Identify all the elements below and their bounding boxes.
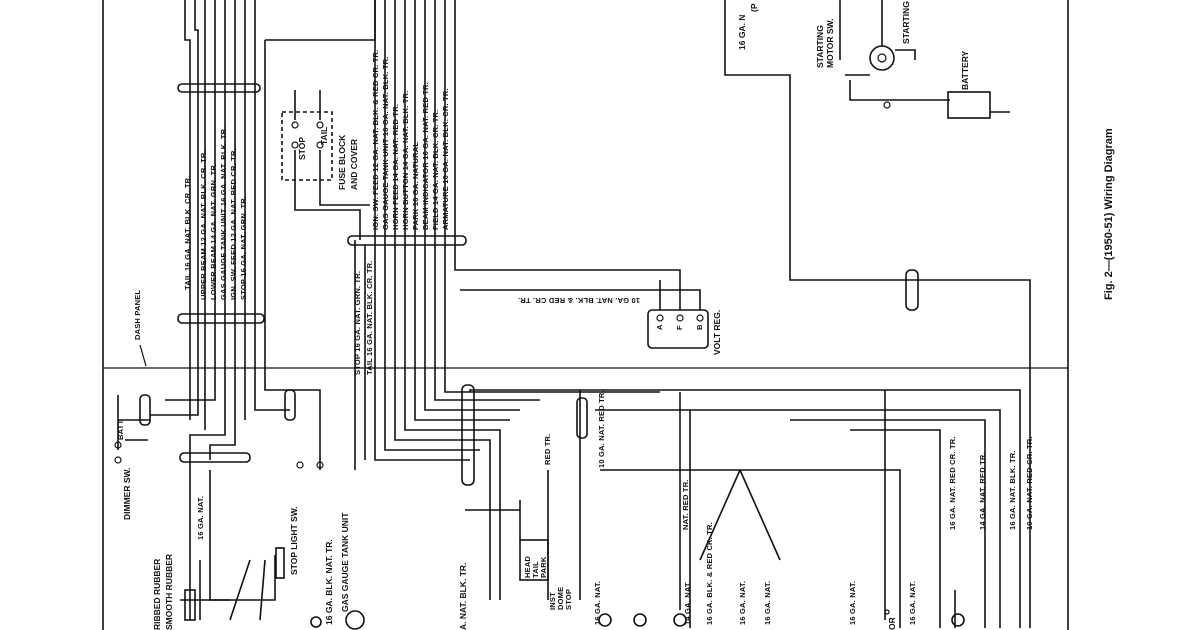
fuse-tail-label: TAIL — [319, 127, 329, 145]
svg-text:16 GA. BLK. & RED CR. TR.: 16 GA. BLK. & RED CR. TR. — [705, 522, 714, 625]
svg-text:16 GA. NAT.: 16 GA. NAT. — [848, 581, 857, 625]
wire-label: STOP 16 GA. NAT. GRN. TR. — [239, 196, 248, 300]
svg-text:16 GA. NAT.: 16 GA. NAT. — [593, 581, 602, 625]
svg-text:16 GA. NAT. RED CR. TR.: 16 GA. NAT. RED CR. TR. — [948, 436, 957, 530]
svg-text:14 GA. NAT. RED TR.: 14 GA. NAT. RED TR. — [978, 452, 987, 530]
wire-label: TAIL 16 GA. NAT. BLK. CR. TR. — [365, 260, 374, 375]
svg-text:10 GA. NAT. RED CR. TR.: 10 GA. NAT. RED CR. TR. — [1025, 436, 1034, 530]
ribbed-rubber-label: RIBBED RUBBER — [152, 559, 162, 630]
fuse-block-label: FUSE BLOCK — [337, 134, 347, 190]
svg-text:PARK: PARK — [539, 556, 548, 578]
svg-text:NAT. RED TR.: NAT. RED TR. — [681, 479, 690, 530]
clip-3 — [179, 452, 251, 463]
svg-text:DOME: DOME — [556, 587, 565, 610]
svg-text:STARTING: STARTING — [815, 25, 825, 68]
stop-light-switch: STOP LIGHT SW. — [289, 461, 324, 575]
svg-text:B: B — [695, 324, 704, 330]
svg-text:10 GA. NAT. RED TR.: 10 GA. NAT. RED TR. — [597, 390, 606, 468]
wire-label: GAS GAUGE TANK UNIT 16 GA. NAT. BLK. TR. — [219, 126, 228, 300]
svg-text:A: A — [655, 324, 664, 330]
svg-text:16 GA. NAT.: 16 GA. NAT. — [738, 581, 747, 625]
wire-label: IGN. SW. FEED 12 GA. NAT. BLK. & RED CR.… — [371, 50, 380, 230]
stop-light-sw-label: STOP LIGHT SW. — [289, 506, 299, 575]
svg-text:HEAD: HEAD — [523, 556, 532, 578]
fuse-stop-label: STOP — [297, 137, 307, 160]
gas-gauge-tank-unit-label: GAS GAUGE TANK UNIT — [340, 512, 350, 612]
svg-text:16 GA. N: 16 GA. N — [737, 15, 747, 50]
dimmer-switch: BATT DIMMER SW. — [114, 395, 150, 520]
light-switch-block: HEAD TAIL PARK INST DOME STOP — [465, 470, 573, 610]
battery-label: BATTERY — [960, 50, 970, 90]
wire-label: BEAM INDICATOR 16 GA. NAT. RED TR. — [421, 82, 430, 230]
starter-battery-circuit: STARTING MOTOR SW. STARTING BATTERY 16 G… — [724, 0, 1031, 628]
figure-title: Fig. 2—(1950-51) Wiring Diagram — [1103, 128, 1115, 300]
svg-text:INST: INST — [548, 592, 557, 610]
battery-icon — [947, 91, 991, 119]
svg-text:STOP: STOP — [564, 589, 573, 610]
svg-text:OR: OR — [887, 617, 897, 630]
wire-label: LOWER BEAM 14 GA. NAT. GRN. TR. — [209, 163, 218, 300]
wire-label: STOP 16 GA. NAT. GRN. TR. — [353, 271, 362, 375]
svg-text:16 GA. NAT.: 16 GA. NAT. — [196, 496, 205, 540]
clip-2 — [177, 313, 265, 324]
wire-label: IGN. SW. FEED 12 GA. NAT. RED CR. TR. — [229, 148, 238, 300]
wire-label: ARMATURE 10 GA. NAT. BLK. CR. TR. — [441, 88, 450, 230]
wire-label: UPPER BEAM 12 GA. NAT. BLK. CR. TR. — [199, 150, 208, 300]
volt-reg-wire-label: 10 GA. NAT. BLK. & RED CR. TR. — [518, 296, 640, 305]
clip-9 — [576, 397, 588, 439]
center-wire-bundle — [354, 0, 681, 600]
center-wire-labels: IGN. SW. FEED 12 GA. NAT. BLK. & RED CR.… — [353, 50, 450, 375]
gas-gauge-area: 16 GA. NAT. RIBBED RUBBER SMOOTH RUBBER … — [152, 470, 350, 630]
svg-text:(P: (P — [749, 3, 759, 12]
svg-text:16 GA. BLK. NAT. TR.: 16 GA. BLK. NAT. TR. — [324, 539, 334, 625]
fuse-block-cover-label: AND COVER — [349, 139, 359, 190]
smooth-rubber-label: SMOOTH RUBBER — [164, 554, 174, 630]
clip-1 — [177, 83, 261, 93]
fuse-block: STOP TAIL FUSE BLOCK AND COVER — [281, 90, 359, 195]
wire-label: FIELD 14 GA. NAT. BLK. CR. TR. — [431, 110, 440, 230]
wire-label: HORN BUTTON 14 GA. NAT. BLK. TR. — [401, 91, 410, 230]
dash-panel-label: DASH PANEL — [133, 290, 142, 340]
svg-text:A. NAT. BLK. TR.: A. NAT. BLK. TR. — [458, 563, 468, 630]
wire-label: TAIL 16 GA. NAT. BLK. CR. TR. — [183, 175, 192, 290]
bottom-lamps — [310, 609, 965, 630]
wire-label: HORN FEED 14 GA. NAT. RED TR. — [391, 104, 400, 230]
wire-label: PARK 16 GA. NATURAL — [411, 142, 420, 230]
svg-text:STARTING: STARTING — [901, 1, 911, 44]
voltage-regulator: A F B VOLT REG. 10 GA. NAT. BLK. & RED C… — [460, 280, 722, 355]
svg-text:16 GA. NAT. BLK. TR.: 16 GA. NAT. BLK. TR. — [1008, 450, 1017, 530]
left-wire-labels: TAIL 16 GA. NAT. BLK. CR. TR. UPPER BEAM… — [183, 126, 248, 300]
dimmer-sw-label: DIMMER SW. — [122, 468, 132, 520]
lower-right-labels: 10 GA. NAT. RED TR. RED TR. NAT. RED TR.… — [458, 390, 1034, 630]
svg-text:14 GA. NAT.: 14 GA. NAT. — [683, 581, 692, 625]
clip-6 — [347, 235, 467, 246]
clip-7 — [461, 384, 475, 486]
svg-text:F: F — [675, 325, 684, 330]
svg-text:BATT: BATT — [116, 420, 125, 440]
svg-text:16 GA. NAT.: 16 GA. NAT. — [763, 581, 772, 625]
clip-4 — [139, 394, 151, 426]
svg-text:RED TR.: RED TR. — [543, 434, 552, 465]
clip-8 — [905, 269, 919, 311]
svg-text:MOTOR SW.: MOTOR SW. — [825, 19, 835, 68]
clip-5 — [284, 389, 296, 421]
wire-label: GAS GAUGE TANK UNIT 16 GA. NAT. BLK. TR. — [381, 56, 390, 230]
volt-reg-label: VOLT REG. — [712, 310, 722, 355]
svg-text:16 GA. NAT.: 16 GA. NAT. — [908, 581, 917, 625]
lower-right-wiring — [469, 389, 1021, 628]
svg-text:TAIL: TAIL — [531, 561, 540, 578]
